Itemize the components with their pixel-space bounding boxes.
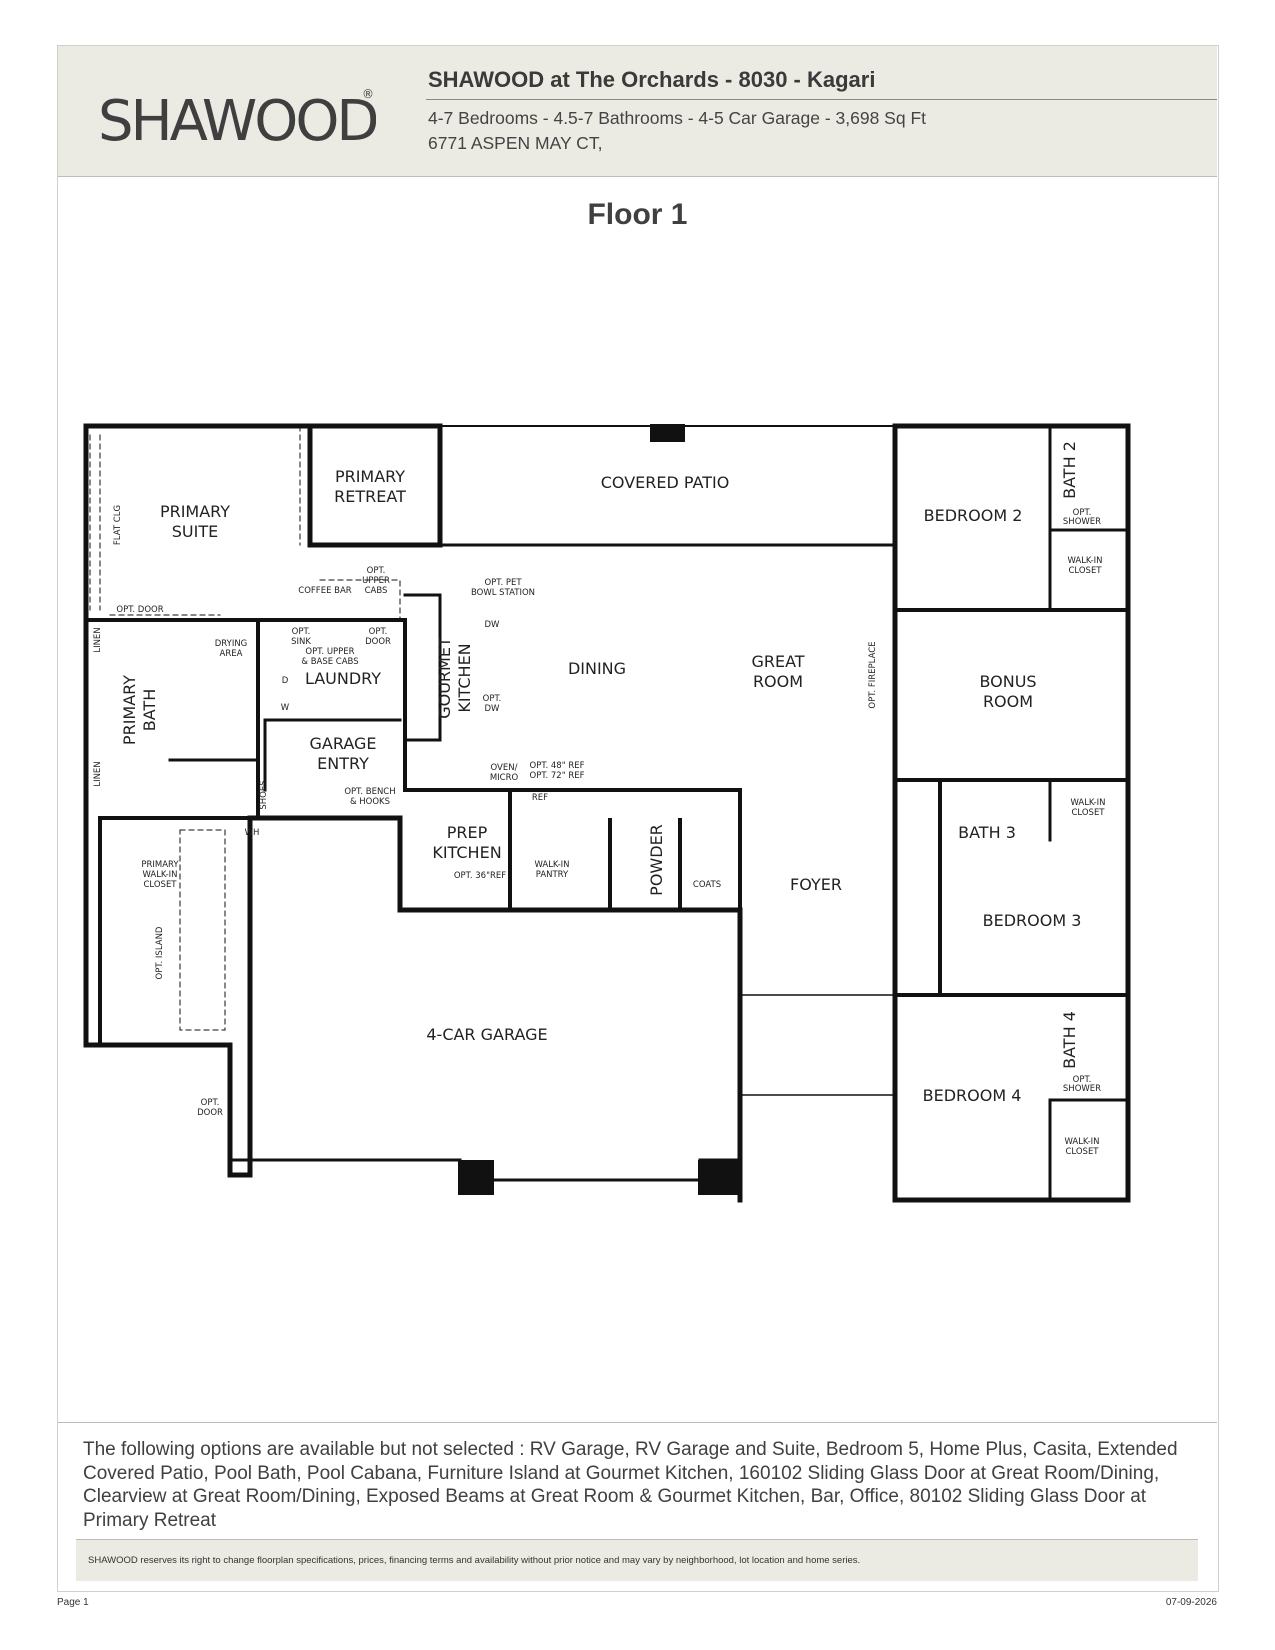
label-wh: WH xyxy=(245,828,260,838)
room-primary-bath-1: PRIMARY xyxy=(120,675,139,745)
room-primary-suite-1: PRIMARY xyxy=(160,502,230,521)
label-drying-1: DRYING xyxy=(215,639,248,649)
label-opt-shower-b4-2: SHOWER xyxy=(1063,1084,1101,1094)
label-pet-bowl-1: OPT. PET xyxy=(484,578,522,588)
label-walkin-closet-b4-1: WALK-IN xyxy=(1064,1137,1099,1147)
room-powder: POWDER xyxy=(647,824,666,896)
label-washer: W xyxy=(281,703,290,713)
label-walkin-closet-b2-2: CLOSET xyxy=(1068,566,1102,576)
label-walkin-closet-b4-2: CLOSET xyxy=(1065,1147,1099,1157)
room-great-room-1: GREAT xyxy=(751,652,804,671)
label-opt-shower-b4-1: OPT. xyxy=(1073,1075,1092,1085)
room-bonus-room-2: ROOM xyxy=(983,692,1033,711)
label-drying-2: AREA xyxy=(220,649,243,659)
floor-title: Floor 1 xyxy=(587,198,688,231)
label-opt-shower-2: SHOWER xyxy=(1063,517,1101,527)
room-primary-bath-2: BATH xyxy=(140,689,159,731)
room-dining: DINING xyxy=(568,659,626,678)
label-opt-bench-2: & HOOKS xyxy=(350,797,390,807)
room-foyer: FOYER xyxy=(790,875,842,894)
label-pantry-1: WALK-IN xyxy=(534,860,569,870)
label-pet-bowl-2: BOWL STATION xyxy=(471,588,535,598)
room-great-room-2: ROOM xyxy=(753,672,803,691)
plan-title: SHAWOOD at The Orchards - 8030 - Kagari xyxy=(428,67,876,92)
label-opt-sink-1: OPT. xyxy=(292,627,311,637)
label-opt-door-garage-1: OPT. xyxy=(201,1098,220,1108)
label-upper-cabs-3: CABS xyxy=(365,586,388,596)
label-walkin-closet-b3-1: WALK-IN xyxy=(1070,798,1105,808)
label-oven-micro-2: MICRO xyxy=(490,773,519,783)
label-walkin-closet-b2-1: WALK-IN xyxy=(1067,556,1102,566)
title-divider xyxy=(426,99,1217,100)
label-coats: COATS xyxy=(693,880,721,890)
room-primary-retreat-1: PRIMARY xyxy=(335,467,405,486)
label-upper-base-2: & BASE CABS xyxy=(301,657,358,667)
label-opt-door-garage-2: DOOR xyxy=(197,1108,223,1118)
room-garage: 4-CAR GARAGE xyxy=(426,1025,547,1044)
label-primary-walkin-1: PRIMARY xyxy=(141,860,179,870)
label-opt-ref-1: OPT. 48" REF xyxy=(530,761,585,771)
room-covered-patio: COVERED PATIO xyxy=(601,473,730,492)
label-upper-cabs-2: UPPER xyxy=(362,576,390,586)
label-oven-micro-1: OVEN/ xyxy=(491,763,518,773)
label-opt-sink-2: SINK xyxy=(291,637,311,647)
room-prep-kitchen-1: PREP xyxy=(447,823,488,842)
label-opt-dw-2: DW xyxy=(485,704,501,714)
label-opt-door2-2: DOOR xyxy=(365,637,391,647)
label-opt-ref-2: OPT. 72" REF xyxy=(530,771,585,781)
label-upper-base-1: OPT. UPPER xyxy=(305,647,354,657)
room-primary-retreat-2: RETREAT xyxy=(334,487,406,506)
label-opt-bench-1: OPT. BENCH xyxy=(344,787,395,797)
room-bedroom-3: BEDROOM 3 xyxy=(983,911,1082,930)
room-primary-suite-2: SUITE xyxy=(172,522,218,541)
disclaimer-text: SHAWOOD reserves its right to change flo… xyxy=(88,1555,861,1566)
label-flat-clg: FLAT CLG xyxy=(113,505,123,545)
disclaimer-bar xyxy=(76,1539,1198,1581)
label-primary-walkin-2: WALK-IN xyxy=(142,870,177,880)
room-bath-3: BATH 3 xyxy=(958,823,1016,842)
label-opt-door2-1: OPT. xyxy=(369,627,388,637)
label-linen-1: LINEN xyxy=(93,627,103,652)
label-opt-fireplace: OPT. FIREPLACE xyxy=(868,641,878,708)
room-bonus-room-1: BONUS xyxy=(979,672,1036,691)
print-date: 07-09-2026 xyxy=(1165,1597,1217,1608)
page-number: Page 1 xyxy=(57,1597,89,1608)
shawood-logo: SHAWOOD ® xyxy=(98,87,376,150)
room-bath-2: BATH 2 xyxy=(1060,441,1079,499)
plan-address: 6771 ASPEN MAY CT, xyxy=(428,133,603,153)
label-coffee-bar: COFFEE BAR xyxy=(298,586,351,596)
label-ref: REF xyxy=(532,793,548,803)
label-opt-shower-1: OPT. xyxy=(1073,508,1092,518)
room-garage-entry-2: ENTRY xyxy=(317,754,369,773)
label-opt-dw-1: OPT. xyxy=(483,694,502,704)
label-pantry-2: PANTRY xyxy=(536,870,569,880)
label-opt-36-ref: OPT. 36"REF xyxy=(454,871,506,881)
label-primary-walkin-3: CLOSET xyxy=(143,880,177,890)
room-prep-kitchen-2: KITCHEN xyxy=(432,843,501,862)
label-opt-island: OPT. ISLAND xyxy=(155,926,165,979)
room-bedroom-2: BEDROOM 2 xyxy=(924,506,1023,525)
plan-specs: 4-7 Bedrooms - 4.5-7 Bathrooms - 4-5 Car… xyxy=(428,108,926,128)
label-walkin-closet-b3-2: CLOSET xyxy=(1071,808,1105,818)
footer-divider xyxy=(58,1422,1217,1423)
header-band xyxy=(58,46,1217,177)
room-garage-entry-1: GARAGE xyxy=(310,734,377,753)
label-upper-cabs-1: OPT. xyxy=(367,566,386,576)
room-laundry: LAUNDRY xyxy=(305,669,381,688)
room-bath-4: BATH 4 xyxy=(1060,1011,1079,1069)
registered-mark: ® xyxy=(362,87,374,101)
room-bedroom-4: BEDROOM 4 xyxy=(923,1086,1022,1105)
floor-plan: PRIMARY SUITE PRIMARY RETREAT COVERED PA… xyxy=(83,423,1131,1203)
label-linen-2: LINEN xyxy=(93,761,103,786)
label-dryer: D xyxy=(282,676,289,686)
label-dw: DW xyxy=(485,620,501,630)
label-shoes: SHOES xyxy=(259,780,269,809)
room-gourmet-kitchen-2: KITCHEN xyxy=(455,643,474,712)
logo-wordmark: SHAWOOD xyxy=(98,89,376,150)
label-opt-door: OPT. DOOR xyxy=(116,605,163,615)
room-gourmet-kitchen-1: GOURMET xyxy=(435,637,454,719)
unselected-options-text: The following options are available but … xyxy=(83,1439,1178,1531)
